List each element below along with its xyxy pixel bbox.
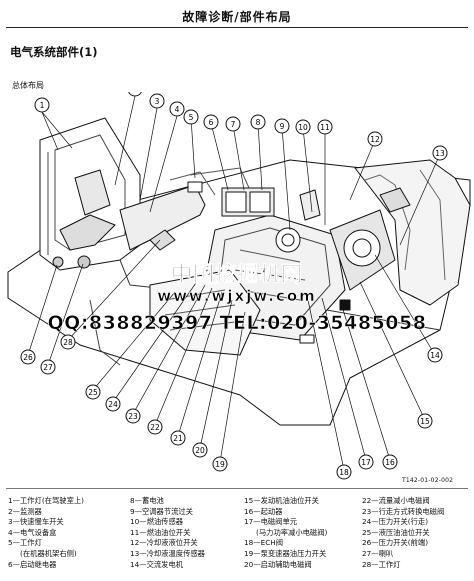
svg-text:7: 7 xyxy=(231,120,236,129)
legend-item: 24—压力开关(行走) xyxy=(362,517,429,527)
svg-text:13: 13 xyxy=(435,149,445,158)
svg-text:14: 14 xyxy=(430,351,440,360)
legend-item: 10—燃油传感器 xyxy=(130,517,184,527)
subhead: 总体布局 xyxy=(12,81,44,90)
watermark-site-name: 中国挖掘机网 xyxy=(171,262,303,287)
legend-item: 22—流量减小电磁阀 xyxy=(362,496,430,505)
svg-text:22: 22 xyxy=(150,423,160,432)
legend-item: (马力功率减小电磁阀) xyxy=(256,527,328,537)
callout-8: 8 xyxy=(250,114,266,130)
callout-2: 2 xyxy=(128,92,142,97)
svg-text:11: 11 xyxy=(320,123,330,132)
legend-item: 1—工作灯(在驾驶室上) xyxy=(8,496,85,505)
legend-item: 11—燃油油位开关 xyxy=(130,527,191,537)
legend-item: 3—快速慢车开关 xyxy=(8,517,64,527)
callout-3: 3 xyxy=(149,93,165,109)
boom-base xyxy=(119,184,206,251)
legend-item: 2—监测器 xyxy=(8,506,42,516)
svg-text:26: 26 xyxy=(23,353,33,362)
callout-13: 13 xyxy=(432,145,448,161)
page-title: 故障诊断/部件布局 xyxy=(182,10,292,24)
callout-23: 23 xyxy=(125,408,141,424)
legend-item: 8—蓄电池 xyxy=(130,496,164,505)
callout-5: 5 xyxy=(183,109,199,125)
svg-text:6: 6 xyxy=(209,118,214,127)
legend-item: 26—压力开关(前端) xyxy=(362,538,429,548)
svg-text:12: 12 xyxy=(370,135,380,144)
svg-text:8: 8 xyxy=(256,118,261,127)
callout-17: 17 xyxy=(358,454,374,470)
svg-text:17: 17 xyxy=(361,458,371,467)
legend-item: 25—液压油油位开关 xyxy=(362,527,430,537)
svg-text:20: 20 xyxy=(195,446,205,455)
watermark-contact: QQ:838829397 TEL:020-35485058 xyxy=(47,312,427,335)
legend-item: 6—启动继电器 xyxy=(8,559,57,569)
legend-item: 16—起动器 xyxy=(244,506,283,516)
callout-11: 11 xyxy=(317,119,333,135)
callout-7: 7 xyxy=(225,116,241,132)
watermark-url: www.wjxjw.com xyxy=(157,287,317,306)
legend-item: 18—ECH阀 xyxy=(244,538,284,548)
legend-item: 4—电气设备盒 xyxy=(8,527,57,537)
legend-item: 17—电磁阀单元 xyxy=(244,517,298,527)
svg-text:24: 24 xyxy=(108,400,118,409)
svg-text:16: 16 xyxy=(385,458,395,467)
svg-text:21: 21 xyxy=(173,434,183,443)
legend-item: 5—工作灯 xyxy=(8,538,42,548)
callout-4: 4 xyxy=(169,101,185,117)
figure-code: T142-01-02-002 xyxy=(402,477,454,484)
svg-text:9: 9 xyxy=(280,122,285,131)
svg-text:19: 19 xyxy=(215,460,225,469)
header-rule xyxy=(6,27,468,28)
legend-item: (在机器机架右侧) xyxy=(20,549,77,558)
svg-text:10: 10 xyxy=(298,123,308,132)
callout-19: 19 xyxy=(212,456,228,472)
legend-item: 12—冷却液液位开关 xyxy=(130,538,198,548)
callout-9: 9 xyxy=(274,118,290,134)
legend-divider xyxy=(6,488,468,489)
callout-18: 18 xyxy=(336,464,352,480)
svg-text:27: 27 xyxy=(43,363,53,372)
callout-21: 21 xyxy=(170,430,186,446)
callout-10: 10 xyxy=(295,119,311,135)
svg-text:4: 4 xyxy=(175,105,180,114)
svg-text:25: 25 xyxy=(88,388,98,397)
callout-27: 27 xyxy=(40,359,56,375)
legend-item: 20—启动辅助电磁阀 xyxy=(244,559,312,569)
callout-14: 14 xyxy=(427,347,443,363)
callout-24: 24 xyxy=(105,396,121,412)
callout-12: 12 xyxy=(367,131,383,147)
callout-25: 25 xyxy=(85,384,101,400)
callout-20: 20 xyxy=(192,442,208,458)
callout-22: 22 xyxy=(147,419,163,435)
callout-28: 28 xyxy=(60,334,76,350)
legend-item: 15—发动机油油位开关 xyxy=(244,496,319,505)
svg-text:23: 23 xyxy=(128,412,138,421)
legend-item: 27—喇叭 xyxy=(362,549,394,558)
legend-item: 19—泵变速器油压力开关 xyxy=(244,549,327,558)
callout-26: 26 xyxy=(20,349,36,365)
svg-text:28: 28 xyxy=(63,338,73,347)
svg-text:18: 18 xyxy=(339,468,349,477)
legend-item: 28—工作灯 xyxy=(362,559,401,569)
legend-item: 23—行走方式转换电磁阀 xyxy=(362,506,445,516)
page-header: 故障诊断/部件布局 xyxy=(0,0,474,30)
callout-6: 6 xyxy=(203,114,219,130)
legend-item: 13—冷却液温度传感器 xyxy=(130,549,205,558)
section-title: 电气系统部件(1) xyxy=(10,45,98,59)
callout-1: 1 xyxy=(34,97,50,113)
callout-16: 16 xyxy=(382,454,398,470)
svg-text:2: 2 xyxy=(133,92,138,94)
svg-text:15: 15 xyxy=(420,417,430,426)
excavator-layout-diagram: 1 2 3 4 5 6 7 8 9 10 11 12 13 14 15 16 1… xyxy=(7,92,471,480)
svg-text:3: 3 xyxy=(155,97,160,106)
legend-item: 14—交流发电机 xyxy=(130,559,184,569)
svg-text:1: 1 xyxy=(40,101,45,110)
callout-15: 15 xyxy=(417,413,433,429)
legend-item: 9—空调器节流过关 xyxy=(130,506,194,516)
svg-text:5: 5 xyxy=(189,113,194,122)
